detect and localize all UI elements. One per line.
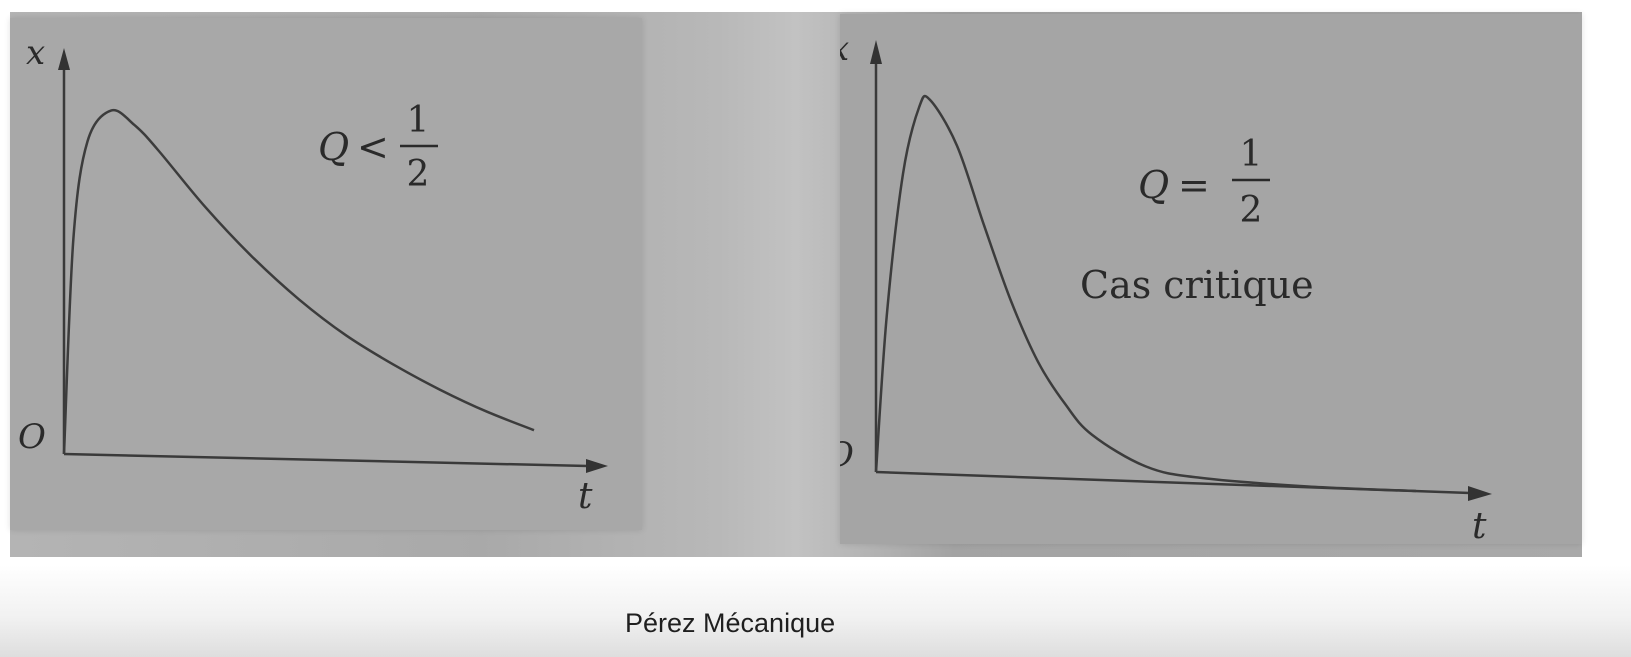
series-curve: [874, 94, 1417, 493]
origin-label: O: [18, 417, 46, 457]
series-curve: [62, 108, 535, 455]
x-axis-arrow: [1468, 486, 1492, 501]
chart-panel-right: x O t Q = 1 2 Cas critique: [840, 14, 1582, 544]
annotation-den: 2: [407, 154, 430, 195]
annotation-op: <: [357, 125, 389, 169]
x-axis-label: t: [578, 476, 593, 517]
annotation-lhs: Q: [318, 125, 349, 169]
y-axis-arrow: [58, 48, 70, 70]
annotation-lhs: Q: [1138, 163, 1169, 207]
y-axis-arrow: [870, 40, 882, 64]
y-axis-label: x: [26, 33, 45, 73]
x-axis: [63, 452, 589, 468]
chart-panel-left: x O t Q < 1 2: [10, 18, 642, 530]
annotation-num: 1: [407, 100, 430, 141]
chart-left: x O t Q < 1 2: [18, 33, 608, 517]
origin-label: O: [840, 435, 854, 475]
x-axis-label: t: [1472, 506, 1487, 544]
y-axis-label: x: [840, 29, 849, 69]
caption: Pérez Mécanique: [625, 608, 836, 638]
x-axis-arrow: [586, 459, 608, 473]
annotation-subtitle: Cas critique: [1080, 263, 1314, 307]
annotation-den: 2: [1240, 190, 1263, 231]
annotation-num: 1: [1240, 134, 1263, 175]
chart-right: x O t Q = 1 2 Cas critique: [840, 29, 1492, 544]
annotation-op: =: [1178, 163, 1210, 207]
